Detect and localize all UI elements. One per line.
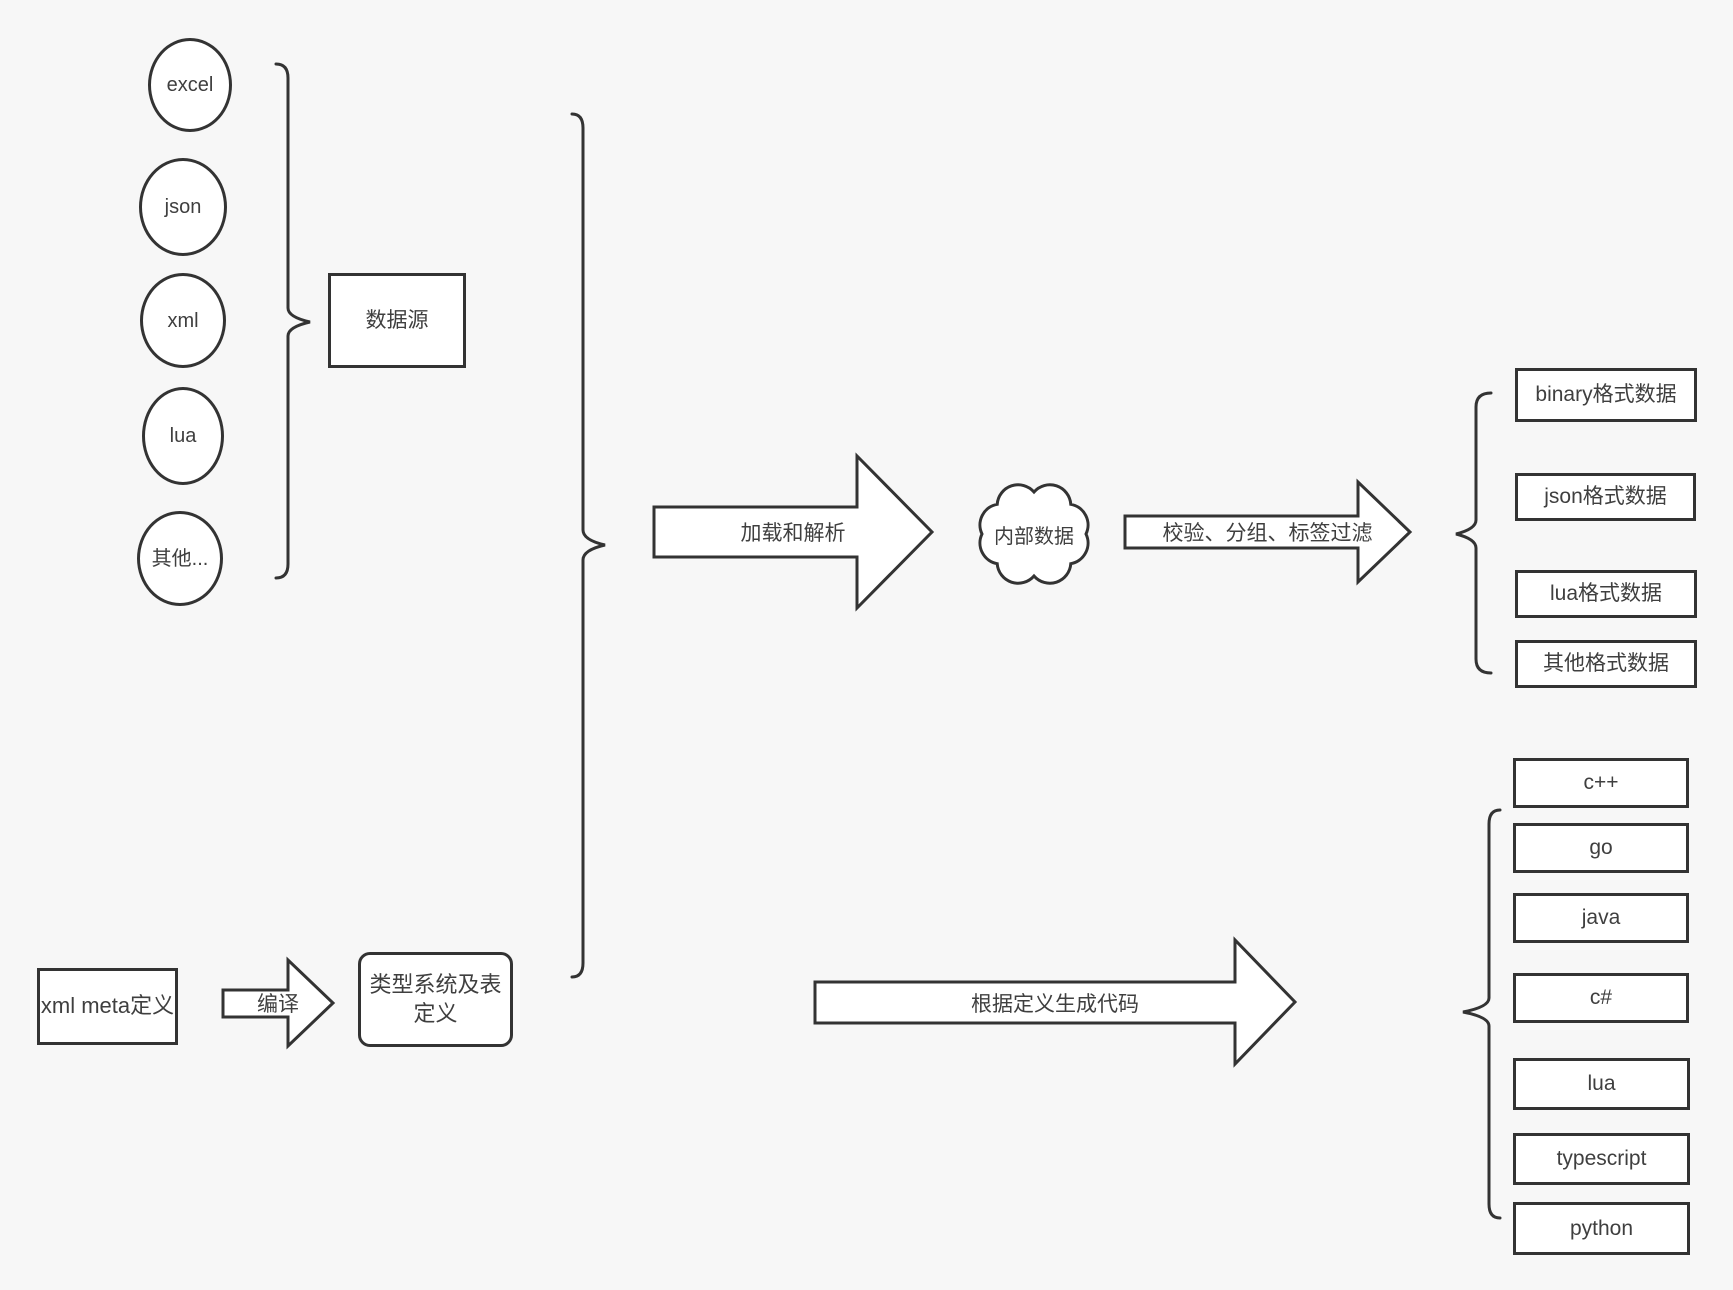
language-box-typescript: typescript bbox=[1513, 1133, 1690, 1185]
language-box-python-label: python bbox=[1569, 1216, 1634, 1240]
sources-brace bbox=[274, 62, 311, 580]
source-node-others-label: 其他... bbox=[151, 547, 209, 570]
language-box-typescript-label: typescript bbox=[1556, 1147, 1647, 1171]
language-box-lua: lua bbox=[1513, 1058, 1690, 1110]
source-node-xml-label: xml bbox=[167, 309, 199, 332]
format-box-binary-label: binary格式数据 bbox=[1535, 383, 1677, 407]
xml-meta-box-label: xml meta定义 bbox=[40, 993, 175, 1019]
output-formats-brace bbox=[1455, 391, 1493, 675]
language-box-cpp: c++ bbox=[1513, 758, 1689, 808]
format-box-other: 其他格式数据 bbox=[1515, 640, 1697, 688]
source-node-excel: excel bbox=[148, 38, 232, 132]
type-system-box-label: 类型系统及表定义 bbox=[369, 971, 502, 1026]
language-box-go-label: go bbox=[1589, 836, 1613, 860]
source-node-xml: xml bbox=[140, 273, 226, 368]
language-box-go: go bbox=[1513, 823, 1689, 873]
source-node-others: 其他... bbox=[137, 511, 223, 606]
language-box-lua-label: lua bbox=[1587, 1072, 1616, 1096]
xml-meta-box: xml meta定义 bbox=[37, 968, 178, 1045]
load-parse-arrow bbox=[652, 452, 935, 612]
source-node-json: json bbox=[139, 158, 227, 256]
compile-arrow bbox=[221, 956, 336, 1050]
type-system-box: 类型系统及表定义 bbox=[358, 952, 513, 1047]
language-box-python: python bbox=[1513, 1202, 1690, 1255]
language-box-csharp: c# bbox=[1513, 973, 1689, 1023]
format-box-lua: lua格式数据 bbox=[1515, 570, 1697, 618]
source-node-excel-label: excel bbox=[166, 74, 214, 96]
format-box-binary: binary格式数据 bbox=[1515, 368, 1697, 422]
source-node-json-label: json bbox=[164, 196, 202, 218]
format-box-json-label: json格式数据 bbox=[1544, 485, 1667, 509]
format-box-json: json格式数据 bbox=[1515, 473, 1696, 521]
data-source-box-label: 数据源 bbox=[365, 308, 429, 332]
data-source-box: 数据源 bbox=[328, 273, 466, 368]
generate-code-arrow bbox=[813, 936, 1298, 1068]
source-node-lua: lua bbox=[142, 387, 224, 485]
language-box-java: java bbox=[1513, 893, 1689, 943]
source-node-lua-label: lua bbox=[169, 425, 197, 447]
validate-filter-arrow bbox=[1123, 478, 1413, 586]
definitions-brace bbox=[570, 112, 606, 979]
languages-brace bbox=[1462, 808, 1502, 1220]
language-box-cpp-label: c++ bbox=[1583, 771, 1619, 795]
language-box-csharp-label: c# bbox=[1589, 986, 1613, 1010]
language-box-java-label: java bbox=[1581, 906, 1621, 930]
format-box-lua-label: lua格式数据 bbox=[1549, 582, 1663, 606]
internal-data-cloud bbox=[978, 483, 1090, 585]
format-box-other-label: 其他格式数据 bbox=[1543, 652, 1669, 676]
